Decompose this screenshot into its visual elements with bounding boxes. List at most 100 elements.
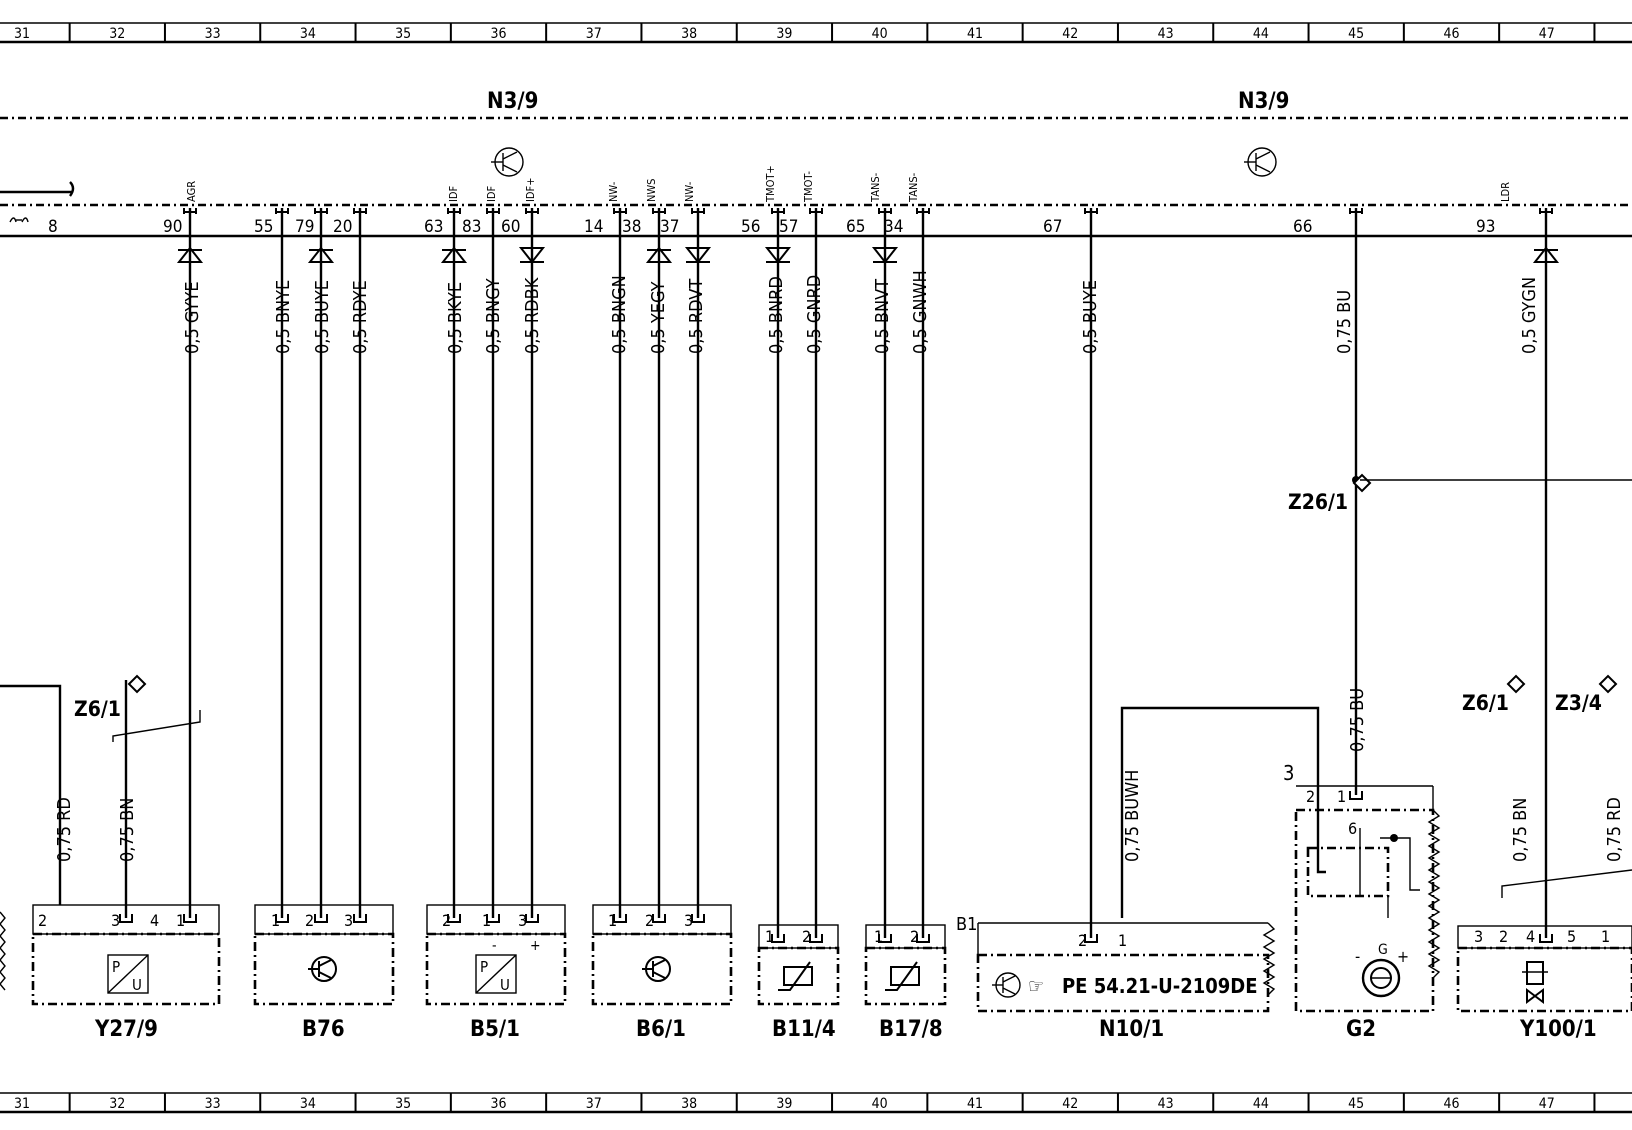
pin-numbers: 8 90 55 79 20 63 83 60 14 38 37 56 57 65… xyxy=(48,217,1495,237)
ruler-label: 37 xyxy=(586,26,602,42)
connector-pin: 2 xyxy=(910,927,919,946)
connector-pin: 3 xyxy=(1283,761,1294,785)
sensor-icon xyxy=(308,959,332,979)
connector-pin: 5 xyxy=(1567,927,1576,946)
polarity-mark: + xyxy=(530,938,541,954)
pin-number: 93 xyxy=(1476,217,1495,237)
output-arrow-icon xyxy=(764,247,792,264)
wire-label: 0,5 RDVT xyxy=(686,279,707,354)
signal-name: TANS- xyxy=(907,172,920,203)
splice-label: Z3/4 xyxy=(1555,691,1602,715)
connector-pin: 1 xyxy=(176,911,185,930)
ruler-label: 42 xyxy=(1062,26,1078,42)
ruler-label: 39 xyxy=(776,26,792,42)
pointing-hand-icon: ☞ xyxy=(1028,974,1044,998)
pin-number: 14 xyxy=(584,217,603,237)
signal-name: NWS xyxy=(645,179,658,202)
wire-label: 0,5 RDBK xyxy=(522,277,543,354)
output-arrow-icon xyxy=(684,247,712,264)
ruler-label: 43 xyxy=(1158,1096,1174,1112)
pin-terminal xyxy=(916,208,930,214)
component-label: B17/8 xyxy=(879,1017,943,1042)
input-arrow-icon xyxy=(307,246,335,263)
connector-pin: 2 xyxy=(1078,931,1087,950)
left-connector-bracket xyxy=(0,181,75,223)
wire-label: 0,5 BNGN xyxy=(609,275,630,354)
connector-pin: 2 xyxy=(645,911,654,930)
pin-terminal xyxy=(183,914,197,923)
transistor-icon xyxy=(1244,147,1277,177)
signal-name: IDF+ xyxy=(524,177,537,202)
pin-number: 8 xyxy=(48,217,58,237)
component-b11-4: 1 2 B11/4 xyxy=(757,924,840,1042)
connector-pin: 6 xyxy=(1348,819,1357,838)
sensor-glyph: U xyxy=(132,976,142,994)
ruler-label: 39 xyxy=(776,1096,792,1112)
ruler-label: 40 xyxy=(872,1096,888,1112)
pin-terminal xyxy=(1084,208,1098,214)
pin-terminal xyxy=(275,208,289,214)
pin-terminal xyxy=(1349,208,1363,214)
ruler-label: 38 xyxy=(681,1096,697,1112)
connector-pin: 3 xyxy=(518,911,527,930)
pin-terminal xyxy=(1539,934,1553,943)
pin-terminal xyxy=(691,208,705,214)
pin-terminal xyxy=(486,914,500,923)
connector-pin: 1 xyxy=(1118,931,1127,950)
ruler-label: 38 xyxy=(681,26,697,42)
connector-pin: 3 xyxy=(344,911,353,930)
thermistor-icon xyxy=(890,966,920,986)
ruler-label: 35 xyxy=(395,26,411,42)
thermistor-icon xyxy=(885,961,918,991)
wire-label: 0,5 GNWH xyxy=(910,270,931,354)
ruler-label: 31 xyxy=(14,1096,30,1112)
pin-number: 34 xyxy=(884,217,903,237)
connector-pin: 2 xyxy=(1499,927,1508,946)
input-arrow-icon xyxy=(176,246,204,263)
pin-terminal xyxy=(314,914,328,923)
wire-label: 0,75 BN xyxy=(117,798,138,862)
ruler-label: 33 xyxy=(205,26,221,42)
pin-terminal xyxy=(183,208,197,214)
pin-terminal xyxy=(353,914,367,923)
generator-icon xyxy=(1361,958,1401,998)
ruler-label: 33 xyxy=(205,1096,221,1112)
reference-text: PE 54.21-U-2109DE xyxy=(1062,974,1258,998)
component-label: B5/1 xyxy=(470,1017,520,1042)
wire-label: 0,5 BNVT xyxy=(872,279,893,354)
ruler-label: 46 xyxy=(1443,1096,1459,1112)
ruler-label: 43 xyxy=(1158,26,1174,42)
signal-names: AGR IDF IDF IDF+ NW- NWS NW- TMOT+ TMOT-… xyxy=(185,165,1512,203)
wire-label: 0,75 RD xyxy=(1604,797,1625,862)
pin-number: 79 xyxy=(295,217,314,237)
ruler-label: 41 xyxy=(967,26,983,42)
connector-pin: 1 xyxy=(765,927,774,946)
connector-pin: 3 xyxy=(111,911,120,930)
input-arrow-icon xyxy=(440,246,468,263)
signal-name: NW- xyxy=(607,181,620,202)
connector-pin: 1 xyxy=(874,927,883,946)
wire-label: 0,5 BUYE xyxy=(312,280,333,354)
signal-name: TMOT+ xyxy=(764,165,777,203)
wire-label: 0,5 BNGY xyxy=(483,278,504,354)
transistor-icon xyxy=(491,147,524,177)
thermistor-icon xyxy=(778,961,811,991)
components: P U 2 3 4 1 Y27/9 1 2 3 B76 P U - + 2 xyxy=(0,761,1632,1042)
connector-pin: 2 xyxy=(305,911,314,930)
module-label: N3/9 xyxy=(487,89,538,114)
splice-diamond-icon xyxy=(127,674,147,694)
ruler-label: 41 xyxy=(967,1096,983,1112)
pin-number: 66 xyxy=(1293,217,1312,237)
pin-number: 37 xyxy=(660,217,679,237)
sensor-icon xyxy=(642,959,666,979)
wire-label: 0,75 BU xyxy=(1347,688,1368,752)
wire-label: 0,5 YEGY xyxy=(648,281,669,354)
connector-pin: 1 xyxy=(1601,927,1610,946)
splice-label: Z6/1 xyxy=(74,697,121,721)
ruler-label: 36 xyxy=(490,26,506,42)
polarity-mark: - xyxy=(492,938,497,954)
pin-terminal xyxy=(119,914,133,923)
pin-terminal xyxy=(447,208,461,214)
component-n10-1: B1 2 1 ☞ PE 54.21-U-2109DE N10/1 xyxy=(956,914,1276,1042)
